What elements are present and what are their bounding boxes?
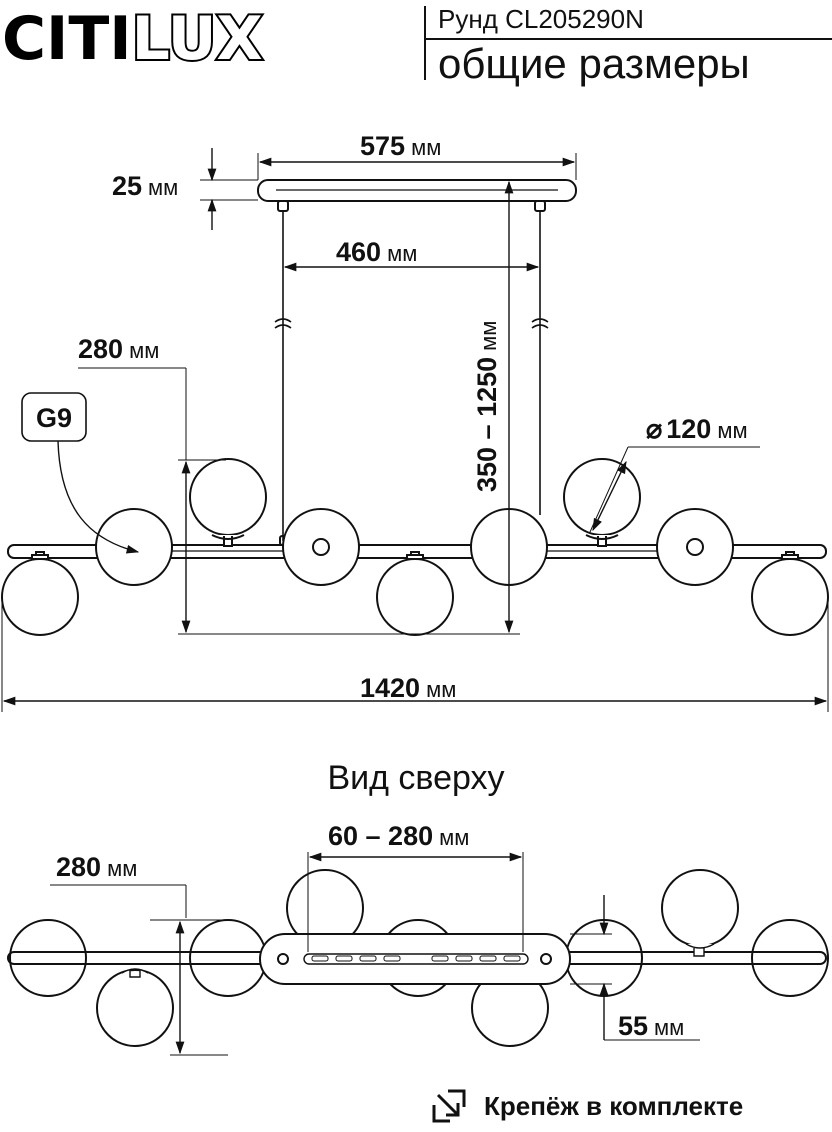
cable-break-right bbox=[531, 318, 549, 329]
height-range-unit: мм bbox=[476, 321, 501, 351]
header-divider-vertical bbox=[424, 6, 426, 80]
cable-holder-left bbox=[277, 200, 289, 212]
globe bbox=[95, 508, 173, 586]
mount-range-unit: мм bbox=[439, 825, 469, 850]
total-length-value: 1420 bbox=[360, 673, 420, 703]
socket-type-label: G9 bbox=[36, 403, 72, 433]
bar-width-value: 55 bbox=[618, 1011, 648, 1041]
brand-logo: CITILUX bbox=[2, 2, 265, 76]
globe bbox=[96, 969, 174, 1047]
model-name: Рунд CL205290N bbox=[438, 4, 644, 34]
globe bbox=[1, 558, 79, 636]
globe bbox=[9, 919, 87, 997]
top-view-title: Вид сверху bbox=[327, 759, 505, 797]
globe bbox=[661, 869, 739, 947]
globe-diameter-unit: мм bbox=[717, 418, 747, 443]
mounting-note: Крепёж в комплекте bbox=[428, 1084, 743, 1128]
canopy-height-value: 25 bbox=[112, 171, 142, 201]
cable-spacing-unit: мм bbox=[387, 241, 417, 266]
drawing-subtitle: общие размеры bbox=[438, 40, 750, 87]
top-view bbox=[7, 852, 829, 1056]
depth-value: 280 bbox=[56, 852, 101, 882]
depth-unit: мм bbox=[107, 856, 137, 881]
shade-drop-unit: мм bbox=[129, 338, 159, 363]
canopy-width-unit: мм bbox=[411, 135, 441, 160]
canopy-height-unit: мм bbox=[148, 175, 178, 200]
globe bbox=[189, 919, 267, 997]
globe bbox=[751, 558, 829, 636]
cable-spacing-value: 460 bbox=[336, 237, 381, 267]
header-divider-horizontal bbox=[424, 38, 832, 40]
front-view bbox=[1, 148, 829, 712]
globe bbox=[656, 508, 734, 586]
diameter-symbol: ⌀ bbox=[646, 414, 662, 444]
logo-lux: LUX bbox=[130, 2, 265, 76]
globe bbox=[751, 919, 829, 997]
globe bbox=[376, 558, 454, 636]
globe bbox=[563, 458, 641, 536]
bar-width-unit: мм bbox=[654, 1015, 684, 1040]
mounting-slot bbox=[303, 953, 529, 965]
socket-callout-box bbox=[21, 392, 87, 442]
cable-break-left bbox=[274, 318, 292, 329]
mount-range-value: 60 – 280 bbox=[328, 821, 433, 851]
height-range-value: 350 – 1250 bbox=[472, 357, 502, 492]
canopy-width-value: 575 bbox=[360, 131, 405, 161]
total-length-unit: мм bbox=[426, 677, 456, 702]
globe bbox=[282, 508, 360, 586]
mounting-note-text: Крепёж в комплекте bbox=[484, 1091, 744, 1121]
shade-drop-value: 280 bbox=[78, 334, 123, 364]
globe-diameter-value: 120 bbox=[666, 414, 711, 444]
globe bbox=[189, 458, 267, 536]
logo-citi: CITI bbox=[2, 4, 132, 74]
svg-text:350 – 1250мм: 350 – 1250 мм bbox=[472, 321, 502, 492]
dim-line-globe-diameter bbox=[592, 460, 627, 532]
cable-holder-right bbox=[534, 200, 546, 212]
mounting-included-icon bbox=[432, 1089, 466, 1123]
